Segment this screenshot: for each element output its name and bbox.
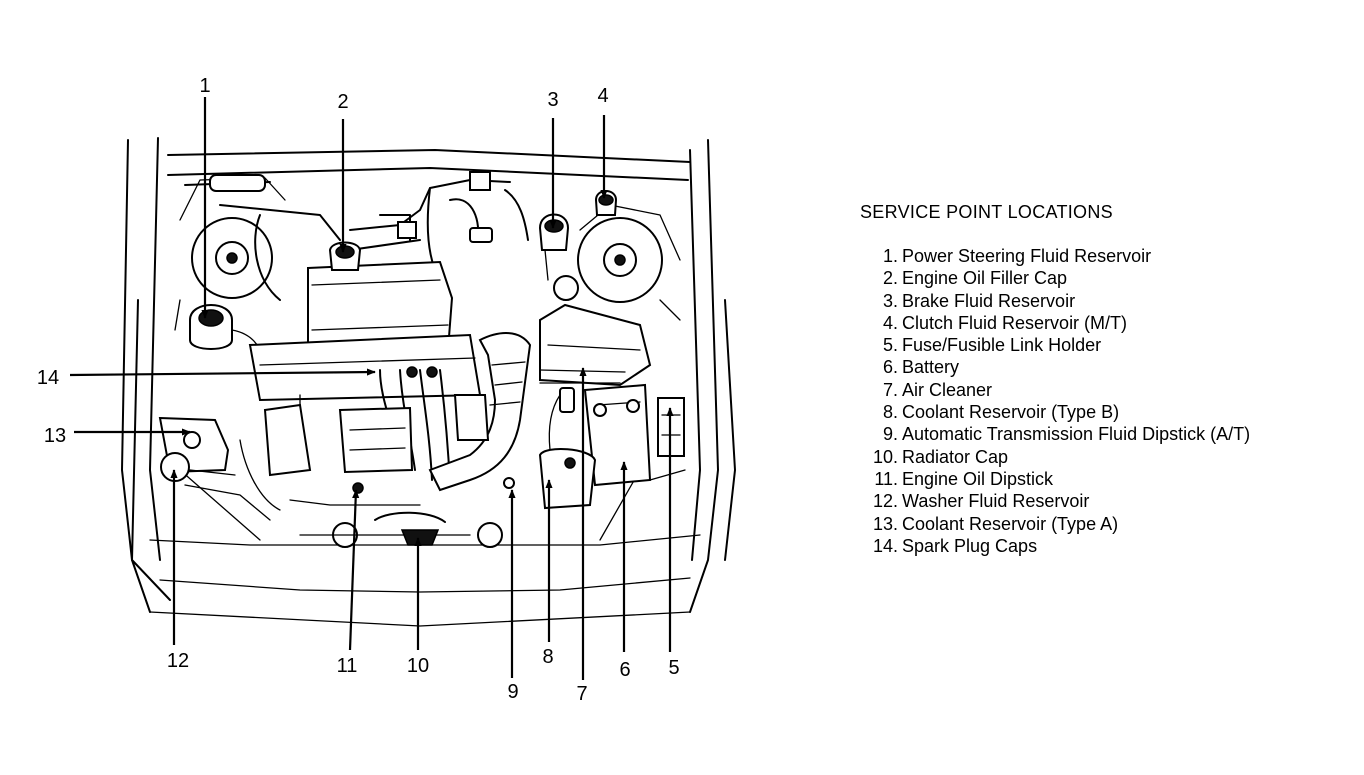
- legend-item-number: 10.: [872, 446, 898, 467]
- legend-item: 7.Air Cleaner: [860, 379, 1350, 401]
- engine-bay-outline: [121, 137, 736, 627]
- legend-item-number: 12.: [872, 491, 898, 512]
- dipsticks: [352, 477, 515, 494]
- intake-hose: [428, 332, 532, 492]
- callout-6: 6: [619, 659, 630, 681]
- legend-list: 1.Power Steering Fluid Reservoir 2.Engin…: [860, 245, 1350, 557]
- legend-item-label: Engine Oil Dipstick: [902, 468, 1054, 489]
- callout-11: 11: [337, 655, 358, 677]
- callout-3: 3: [547, 89, 558, 111]
- legend-item: 3.Brake Fluid Reservoir: [860, 290, 1350, 312]
- left-strut-tower: [174, 177, 286, 331]
- coolant-reservoir-type-b: [538, 448, 597, 510]
- legend-item-label: Fuse/Fusible Link Holder: [902, 335, 1102, 356]
- legend-item: 5.Fuse/Fusible Link Holder: [860, 334, 1350, 356]
- legend-item: 1.Power Steering Fluid Reservoir: [860, 245, 1350, 267]
- legend-item-label: Battery: [902, 357, 960, 378]
- leader-11: [348, 489, 360, 651]
- legend-item-label: Spark Plug Caps: [902, 535, 1038, 556]
- legend-item: 8.Coolant Reservoir (Type B): [860, 401, 1350, 423]
- legend-item: 13.Coolant Reservoir (Type A): [860, 513, 1350, 535]
- legend-item: 9.Automatic Transmission Fluid Dipstick …: [860, 423, 1350, 445]
- legend-item-number: 6.: [882, 357, 898, 378]
- legend-item-number: 13.: [872, 513, 898, 534]
- callout-14: 14: [37, 367, 59, 389]
- callout-8: 8: [542, 646, 553, 668]
- legend-item-number: 14.: [872, 535, 898, 556]
- legend-item: 10.Radiator Cap: [860, 446, 1350, 468]
- legend-item: 11.Engine Oil Dipstick: [860, 468, 1350, 490]
- legend-item: 4.Clutch Fluid Reservoir (M/T): [860, 312, 1350, 334]
- engine-valve-cover: [248, 260, 482, 421]
- legend-title: SERVICE POINT LOCATIONS: [860, 202, 1113, 222]
- legend-item-number: 11.: [874, 468, 898, 489]
- legend-item-label: Air Cleaner: [902, 379, 993, 400]
- callout-numbers: 1 2 3 4 5 6 7 8 9 10 11 12 13 14: [37, 75, 680, 705]
- legend-item: 6.Battery: [860, 356, 1350, 378]
- callout-5: 5: [668, 657, 679, 679]
- legend-item-label: Clutch Fluid Reservoir (M/T): [902, 312, 1128, 333]
- legend-item-label: Automatic Transmission Fluid Dipstick (A…: [902, 424, 1251, 445]
- legend-item: 12.Washer Fluid Reservoir: [860, 490, 1350, 512]
- engine-bay-diagram: 1 2 3 4 5 6 7 8 9 10 11 12 13 14: [37, 75, 736, 705]
- callout-1: 1: [199, 75, 210, 97]
- engine-block: [239, 394, 503, 548]
- legend-item-label: Washer Fluid Reservoir: [902, 491, 1090, 512]
- callout-12: 12: [167, 650, 189, 672]
- clutch-fluid-reservoir: [594, 190, 618, 216]
- legend-item-label: Power Steering Fluid Reservoir: [902, 246, 1152, 266]
- legend-item-number: 3.: [882, 290, 898, 311]
- legend-item-label: Coolant Reservoir (Type B): [902, 402, 1120, 423]
- washer-fluid-reservoir: [160, 452, 271, 521]
- legend-item-number: 8.: [882, 402, 898, 423]
- callout-10: 10: [407, 655, 429, 677]
- right-strut-tower: [577, 204, 681, 321]
- power-steering-reservoir: [189, 304, 265, 381]
- fuse-link-holder: [649, 397, 686, 481]
- legend-item: 2.Engine Oil Filler Cap: [860, 267, 1350, 289]
- legend-item-number: 1.: [882, 246, 898, 266]
- service-point-legend: SERVICE POINT LOCATIONS 1.Power Steering…: [860, 202, 1350, 557]
- legend-item-label: Engine Oil Filler Cap: [902, 268, 1068, 289]
- leader-14: [69, 368, 376, 377]
- legend-item-number: 5.: [882, 335, 898, 356]
- firewall-hoses: [184, 171, 529, 301]
- legend-item: 14.Spark Plug Caps: [860, 535, 1350, 557]
- legend-item-number: 9.: [882, 424, 898, 445]
- legend-item-label: Brake Fluid Reservoir: [902, 290, 1076, 311]
- callout-4: 4: [597, 85, 608, 107]
- legend-item-number: 2.: [882, 268, 898, 289]
- callout-2: 2: [337, 91, 348, 113]
- callout-7: 7: [576, 683, 587, 705]
- legend-item-label: Coolant Reservoir (Type A): [902, 513, 1119, 534]
- radiator-cap: [400, 529, 440, 546]
- oil-filler-cap: [328, 241, 362, 271]
- legend-item-label: Radiator Cap: [902, 446, 1009, 467]
- callout-9: 9: [507, 681, 518, 703]
- brake-fluid-reservoir: [538, 213, 579, 301]
- air-cleaner: [539, 303, 652, 387]
- callout-leaders: [69, 97, 674, 680]
- legend-item-number: 7.: [882, 379, 898, 400]
- callout-13: 13: [44, 425, 66, 447]
- legend-item-number: 4.: [882, 312, 898, 333]
